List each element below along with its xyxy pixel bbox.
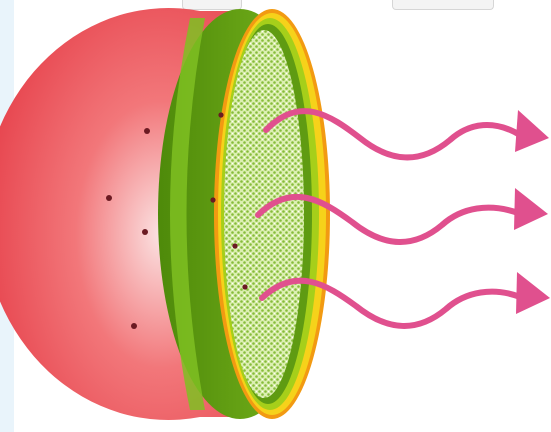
particle-dot [218, 112, 223, 117]
particle-dot [242, 284, 247, 289]
particle-dot [106, 195, 112, 201]
particle-dot [232, 243, 237, 248]
particle-dot [144, 128, 150, 134]
particle-dot [131, 323, 137, 329]
mesh-cross-section [224, 30, 304, 398]
particle-dot [142, 229, 148, 235]
particle-dot [210, 197, 215, 202]
